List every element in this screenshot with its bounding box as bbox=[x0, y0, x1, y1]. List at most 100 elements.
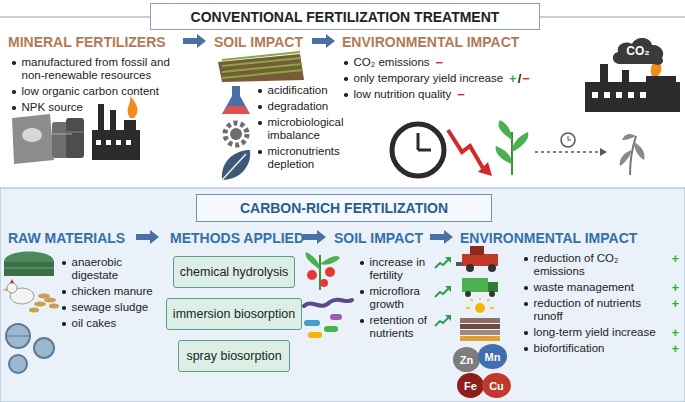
node-text: Mn bbox=[485, 351, 501, 363]
element-circle: Cu bbox=[482, 373, 511, 398]
node-text: CONVENTIONAL FERTILIZATION TREATMENT bbox=[191, 9, 500, 25]
node-text: chemical hydrolysis bbox=[180, 265, 288, 279]
sign-mark: + bbox=[671, 326, 679, 339]
section-heading: MINERAL FERTILIZERS bbox=[8, 34, 166, 50]
bullet-text: chicken manure bbox=[72, 285, 153, 298]
sign-mark: + bbox=[509, 72, 517, 85]
bullet-item: chicken manure bbox=[62, 285, 167, 298]
bullet-text: CO₂ emissions bbox=[354, 56, 430, 69]
sign-mark: − bbox=[457, 88, 465, 101]
sign-mark: + bbox=[671, 297, 679, 310]
section-heading: ENVIRONMENTAL IMPACT bbox=[342, 34, 519, 50]
bullet-item: manufactured from fossil and non-renewab… bbox=[12, 56, 177, 82]
sign-mark: − bbox=[436, 56, 444, 69]
bullet-item: micronutrients depletion bbox=[258, 145, 368, 171]
bullet-item: anaerobic digestate bbox=[62, 256, 167, 282]
element-circle: Fe bbox=[457, 373, 484, 398]
method-box: chemical hydrolysis bbox=[173, 256, 295, 288]
method-box: spray biosorption bbox=[178, 340, 290, 372]
element-circle: Mn bbox=[478, 344, 508, 369]
bullet-dot bbox=[524, 286, 528, 290]
bullet-item: microbiological imbalance bbox=[258, 116, 368, 142]
node-text: CARBON-RICH FERTILIZATION bbox=[240, 200, 448, 216]
bullet-item: biofortification + bbox=[524, 342, 679, 355]
bullet-text: degradation bbox=[268, 100, 329, 113]
trend-icon bbox=[434, 314, 452, 327]
bullet-text: low nutrition quality bbox=[354, 88, 452, 101]
bullet-dot bbox=[344, 93, 348, 97]
node-text: immersion biosorption bbox=[173, 307, 295, 321]
bullet-item: reduction of nutrients runoff + bbox=[524, 297, 679, 323]
method-box: immersion biosorption bbox=[166, 298, 302, 330]
bullet-dot bbox=[524, 302, 528, 306]
bullet-dot bbox=[524, 331, 528, 335]
bullet-list: manufactured from fossil and non-renewab… bbox=[12, 56, 177, 114]
node-text: Cu bbox=[489, 380, 504, 392]
section-heading: ENVIRONMENTAL IMPACT bbox=[460, 230, 637, 246]
trend-icon bbox=[434, 256, 452, 269]
bullet-text: anaerobic digestate bbox=[72, 256, 147, 282]
bullet-dot bbox=[344, 61, 348, 65]
bullet-item: CO₂ emissions− bbox=[344, 56, 559, 69]
bullet-text: waste management bbox=[534, 281, 634, 294]
bullet-dot bbox=[360, 290, 364, 294]
bullet-item: waste management + bbox=[524, 281, 679, 294]
bullet-text: NPK source bbox=[22, 101, 83, 114]
bullet-text: micronutrients depletion bbox=[268, 145, 368, 171]
bullet-dot bbox=[524, 347, 528, 351]
bullet-dot bbox=[344, 77, 348, 81]
bullet-item: sewage sludge bbox=[62, 301, 167, 314]
bullet-text: retention of nutrients bbox=[370, 314, 432, 340]
bullet-text: biofortification bbox=[534, 342, 605, 355]
element-circle: Zn bbox=[453, 347, 480, 372]
bullet-item: acidification bbox=[258, 84, 368, 97]
bullet-item: increase in fertility bbox=[360, 256, 452, 282]
bullet-text: reduction of nutrients runoff bbox=[534, 297, 659, 323]
bullet-list: increase in fertility microflora growth re… bbox=[360, 256, 452, 340]
sign-mark: + bbox=[671, 252, 679, 265]
node-text: Zn bbox=[460, 354, 473, 366]
title-box: CONVENTIONAL FERTILIZATION TREATMENT bbox=[150, 3, 540, 30]
bullet-item: long-term yield increase + bbox=[524, 326, 679, 339]
section-heading: SOIL IMPACT bbox=[334, 230, 423, 246]
bullet-text: increase in fertility bbox=[370, 256, 432, 282]
bullet-item: retention of nutrients bbox=[360, 314, 452, 340]
bullet-text: acidification bbox=[268, 84, 328, 97]
trend-icon bbox=[434, 285, 452, 298]
bullet-text: sewage sludge bbox=[72, 301, 149, 314]
bullet-item: reduction of CO₂ emissions+ bbox=[524, 252, 679, 278]
bullet-text: only temporary yield increase bbox=[354, 72, 504, 85]
bullet-dot bbox=[12, 61, 16, 65]
section-heading: RAW MATERIALS bbox=[8, 230, 125, 246]
bullet-item: degradation bbox=[258, 100, 368, 113]
node-text: CO₂ bbox=[626, 44, 649, 58]
bullet-dot bbox=[524, 257, 528, 261]
bullet-dot bbox=[360, 319, 364, 323]
sign-mark: + bbox=[671, 342, 679, 355]
bullet-list: reduction of CO₂ emissions+ waste managem… bbox=[524, 252, 679, 355]
bullet-dot bbox=[62, 290, 66, 294]
bullet-text: microbiological imbalance bbox=[268, 116, 368, 142]
sign-mark: + bbox=[671, 281, 679, 294]
co2-cloud: CO₂ bbox=[610, 36, 666, 66]
bullet-text: low organic carbon content bbox=[22, 85, 159, 98]
bullet-item: oil cakes bbox=[62, 317, 167, 330]
bullet-item: low organic carbon content bbox=[12, 85, 177, 98]
bullet-list: anaerobic digestate chicken manure sewage … bbox=[62, 256, 167, 330]
bullet-text: manufactured from fossil and non-renewab… bbox=[22, 56, 172, 82]
bullet-item: only temporary yield increase+/− bbox=[344, 72, 559, 85]
bullet-dot bbox=[258, 89, 262, 93]
title-box: CARBON-RICH FERTILIZATION bbox=[196, 194, 492, 222]
bullet-list: CO₂ emissions−only temporary yield incre… bbox=[344, 56, 559, 101]
node-text: Fe bbox=[464, 380, 477, 392]
bullet-list: acidification degradation microbiological … bbox=[258, 84, 368, 171]
bullet-text: oil cakes bbox=[72, 317, 117, 330]
bullet-dot bbox=[360, 261, 364, 265]
bullet-text: long-term yield increase bbox=[534, 326, 656, 339]
bullet-dot bbox=[62, 306, 66, 310]
bullet-dot bbox=[62, 261, 66, 265]
section-heading: SOIL IMPACT bbox=[214, 34, 303, 50]
node-text: spray biosorption bbox=[186, 349, 281, 363]
bullet-item: microflora growth bbox=[360, 285, 452, 311]
sign-mark: − bbox=[522, 72, 530, 85]
